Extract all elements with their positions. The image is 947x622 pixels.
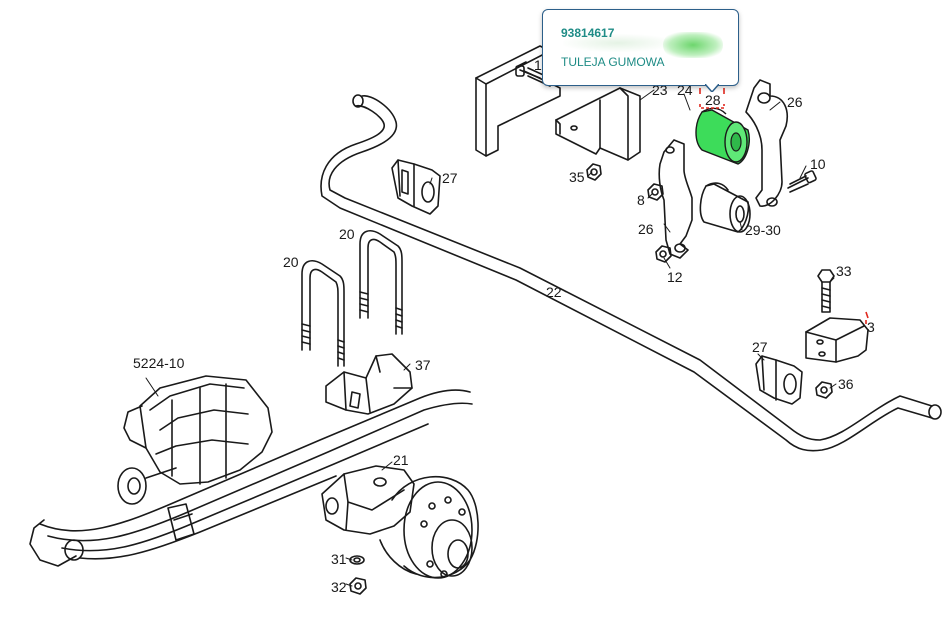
bushing-29-30[interactable]	[699, 182, 751, 233]
callout-28[interactable]: 28	[705, 92, 721, 108]
callout-37[interactable]: 37	[415, 357, 431, 373]
bolt-10[interactable]	[787, 170, 817, 193]
tooltip-part-number: 93814617	[561, 26, 615, 40]
callout-24[interactable]: 24	[677, 82, 693, 98]
callout-20-left[interactable]: 20	[283, 254, 299, 270]
hub-bracket-21[interactable]	[321, 465, 415, 535]
callout-36[interactable]: 36	[838, 376, 854, 392]
clamp-26-upper[interactable]	[745, 79, 788, 207]
callout-33[interactable]: 33	[836, 263, 852, 279]
callout-12[interactable]: 12	[667, 269, 683, 285]
tooltip-part-description: TULEJA GUMOWA	[561, 55, 665, 69]
callout-27-upper[interactable]: 27	[442, 170, 458, 186]
u-bolt-20-right[interactable]	[359, 230, 403, 335]
clamp-26-lower[interactable]	[658, 139, 693, 259]
callout-21[interactable]: 21	[393, 452, 409, 468]
stabilizer-bar[interactable]	[320, 94, 942, 452]
u-bolt-20-left[interactable]	[301, 260, 345, 367]
nut-36[interactable]	[815, 381, 833, 399]
axle-housing[interactable]	[117, 375, 273, 505]
callout-20-right[interactable]: 20	[339, 226, 355, 242]
leaf-spring[interactable]	[29, 389, 473, 567]
spring-pad-37[interactable]	[325, 353, 413, 415]
nut-12[interactable]	[655, 245, 672, 263]
callout-3[interactable]: 3	[867, 319, 875, 335]
callout-22[interactable]: 22	[546, 284, 562, 300]
callout-5224-10[interactable]: 5224-10	[133, 355, 185, 371]
bracket-3[interactable]	[805, 317, 869, 363]
callout-29-30[interactable]: 29-30	[745, 222, 781, 238]
callout-10[interactable]: 10	[810, 156, 826, 172]
leader-lines	[145, 89, 837, 587]
callout-32[interactable]: 32	[331, 579, 347, 595]
rubber-bushing-28-highlighted[interactable]	[695, 107, 750, 165]
callout-23[interactable]: 23	[652, 82, 668, 98]
tooltip-pointer	[705, 84, 719, 92]
callout-26-upper[interactable]: 26	[787, 94, 803, 110]
washer-31[interactable]	[349, 555, 365, 565]
part-tooltip: 93814617 TULEJA GUMOWA	[542, 9, 739, 86]
callout-31[interactable]: 31	[331, 551, 347, 567]
callout-35[interactable]: 35	[569, 169, 585, 185]
tooltip-redacted-blur	[663, 32, 723, 58]
tooltip-redacted-text	[563, 34, 673, 52]
nut-35[interactable]	[586, 163, 602, 181]
selection-marker	[699, 88, 869, 324]
bushing-27-upper[interactable]	[391, 159, 441, 215]
callout-8[interactable]: 8	[637, 192, 645, 208]
callout-27-lower[interactable]: 27	[752, 339, 768, 355]
callout-26-lower[interactable]: 26	[638, 221, 654, 237]
brake-drum[interactable]	[379, 475, 479, 579]
nut-32[interactable]	[349, 577, 367, 595]
bushing-27-lower[interactable]	[755, 355, 803, 405]
callout-1[interactable]: 1	[534, 57, 542, 73]
bolt-33[interactable]	[817, 269, 835, 313]
